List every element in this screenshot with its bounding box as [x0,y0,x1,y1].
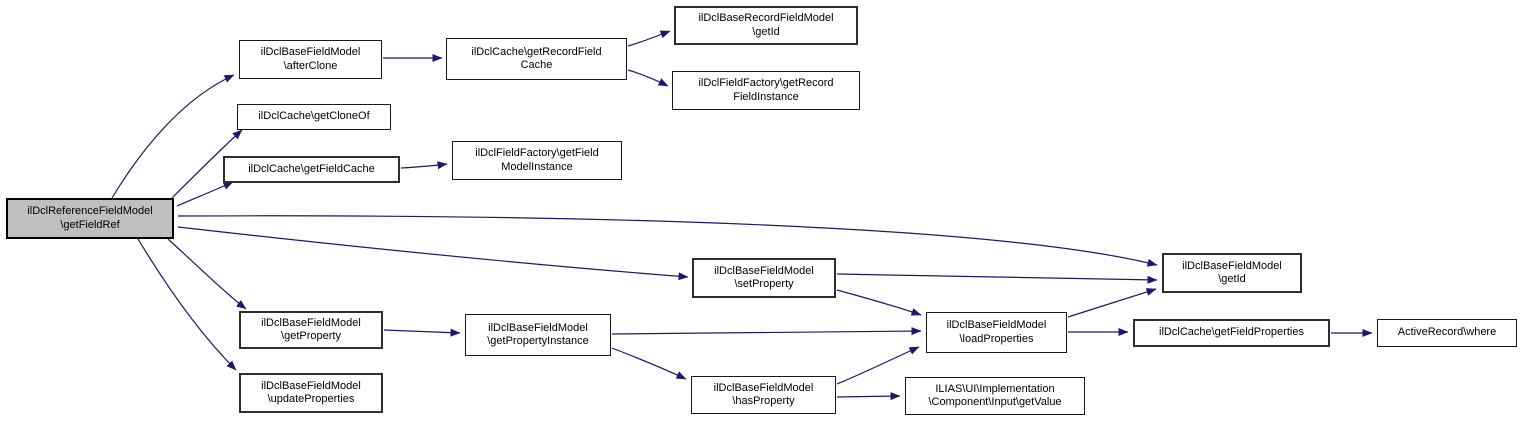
edge-getfieldref-updateproperties [137,238,237,371]
node-ildclcache-getfieldproperties[interactable]: ilDclCache\getFieldProperties [1133,319,1330,347]
edge-getfieldref-getid [177,215,1158,267]
edge-loadproperties-getid [1067,288,1157,318]
node-ildclfieldfactory-getrecordfieldinstance[interactable]: ilDclFieldFactory\getRecord FieldInstanc… [672,71,860,110]
edge-setproperty-getid [836,273,1158,284]
node-ildclbasefieldmodel-afterclone[interactable]: ilDclBaseFieldModel \afterClone [239,40,382,79]
edge-getfieldref-afterclone [111,74,235,199]
node-ildclcache-getrecordfieldcache[interactable]: ilDclCache\getRecordField Cache [446,38,627,80]
node-ildclbaserecordfieldmodel-getid[interactable]: ilDclBaseRecordFieldModel \getId [674,6,858,45]
edge-getpropertyinstance-loadproperties [611,327,922,336]
node-ildclfieldfactory-getfieldmodelinstance[interactable]: ilDclFieldFactory\getField ModelInstance [452,141,622,180]
node-ildclbasefieldmodel-updateproperties[interactable]: ilDclBaseFieldModel \updateProperties [239,373,383,413]
node-ildclbasefieldmodel-hasproperty[interactable]: ilDclBaseFieldModel \hasProperty [691,376,836,414]
node-ildclbasefieldmodel-setproperty[interactable]: ilDclBaseFieldModel \setProperty [692,258,836,298]
node-ildclreferencefieldmodel-getfieldref: ilDclReferenceFieldModel \getFieldRef [6,198,174,239]
edge-getfieldcache-getfieldmodelinstance [400,161,448,170]
edge-getfieldref-getfieldcache [176,181,234,207]
node-ildclbasefieldmodel-getid[interactable]: ilDclBaseFieldModel \getId [1162,253,1302,293]
edge-getrecordfieldcache-baserecordgetid [627,30,671,47]
node-ildclbasefieldmodel-getproperty[interactable]: ilDclBaseFieldModel \getProperty [239,311,383,349]
node-ildclcache-getcloneof[interactable]: ilDclCache\getCloneOf [237,104,391,130]
node-ilias-ui-input-getvalue[interactable]: ILIAS\UI\Implementation \Component\Input… [905,377,1085,415]
edge-getpropertyinstance-hasproperty [611,347,687,380]
edge-setproperty-loadproperties [836,289,922,316]
edge-getrecordfieldcache-getrecordfieldinstance [627,69,669,87]
edge-getfieldref-getcloneof [171,129,243,199]
node-ildclbasefieldmodel-loadproperties[interactable]: ilDclBaseFieldModel \loadProperties [926,312,1067,353]
node-activerecord-where[interactable]: ActiveRecord\where [1377,319,1517,347]
edge-getfieldref-setproperty [177,226,689,281]
edge-hasproperty-getvalue [836,392,901,401]
edge-getproperty-getpropertyinstance [383,328,461,337]
node-ildclbasefieldmodel-getpropertyinstance[interactable]: ilDclBaseFieldModel \getPropertyInstance [465,314,611,356]
edge-hasproperty-loadproperties [836,346,920,385]
edge-getfieldref-getproperty [167,238,247,310]
node-ildclcache-getfieldcache[interactable]: ilDclCache\getFieldCache [223,156,400,183]
